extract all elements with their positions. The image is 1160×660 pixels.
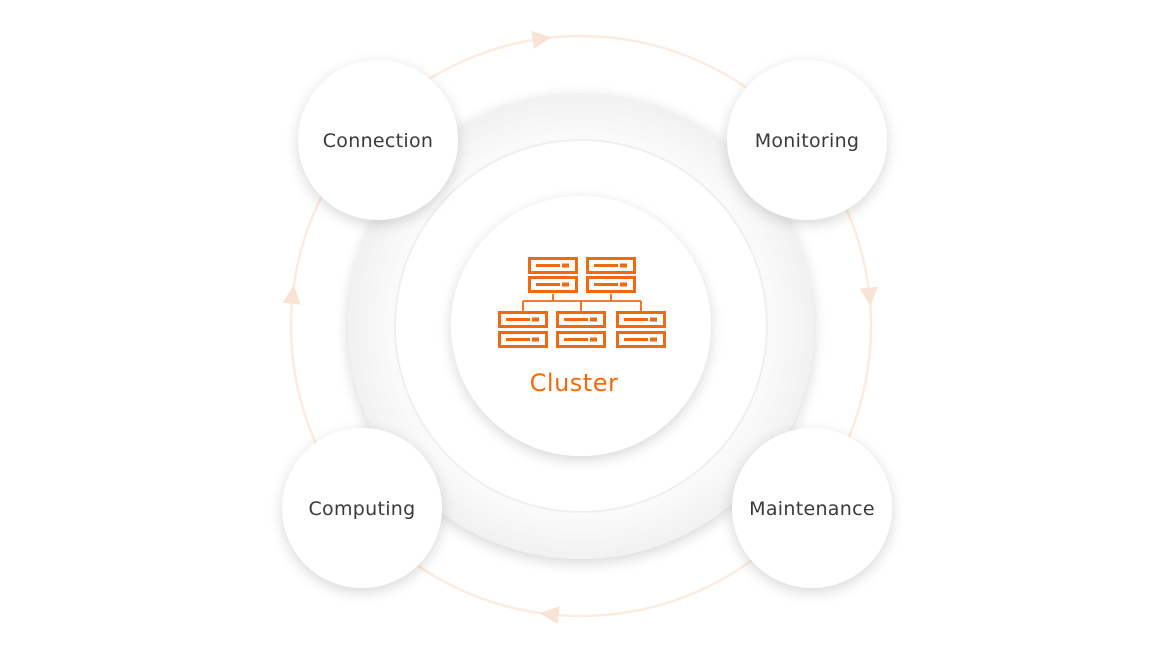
server-led (532, 317, 539, 322)
server-unit (498, 311, 548, 328)
center-label: Cluster (530, 369, 619, 397)
node-circle (727, 60, 887, 220)
server-led (562, 263, 569, 268)
server-unit (498, 331, 548, 348)
server-unit (616, 331, 666, 348)
node-label: Monitoring (755, 130, 860, 152)
server-unit (528, 257, 578, 274)
node-label: Computing (308, 498, 415, 520)
orbit-arrow-icon (531, 31, 552, 49)
server-cluster-icon (498, 257, 666, 348)
orbit-ring (289, 34, 873, 618)
server-led (620, 282, 627, 287)
server-slot (506, 338, 530, 341)
server-unit (556, 311, 606, 328)
orbit-arrow-icon (859, 286, 878, 307)
server-slot (506, 318, 530, 321)
arrowhead (539, 606, 560, 625)
center-node[interactable]: Cluster (451, 196, 711, 456)
orbit-arrow-icon (282, 284, 301, 305)
server-unit (556, 331, 606, 348)
arrowhead (531, 31, 552, 49)
server-led (590, 337, 597, 342)
server-slot (536, 283, 560, 286)
node-circle (282, 428, 442, 588)
node-circle (298, 60, 458, 220)
node-connection[interactable]: Connection (298, 60, 458, 220)
server-slot (536, 264, 560, 267)
server-slot (624, 318, 648, 321)
server-slot (594, 283, 618, 286)
arrowhead (859, 286, 878, 307)
arrowhead (282, 284, 301, 305)
server-slot (594, 264, 618, 267)
server-slot (564, 318, 588, 321)
server-unit (586, 276, 636, 293)
server-unit (586, 257, 636, 274)
node-monitoring[interactable]: Monitoring (727, 60, 887, 220)
server-led (562, 282, 569, 287)
server-led (590, 317, 597, 322)
node-circle (732, 428, 892, 588)
server-slot (624, 338, 648, 341)
server-led (650, 317, 657, 322)
node-label: Maintenance (749, 498, 875, 520)
orbit-arrow-icon (539, 606, 560, 625)
server-slot (564, 338, 588, 341)
server-led (650, 337, 657, 342)
node-maintenance[interactable]: Maintenance (732, 428, 892, 588)
node-label: Connection (323, 130, 434, 152)
server-led (620, 263, 627, 268)
node-computing[interactable]: Computing (282, 428, 442, 588)
orbit (282, 31, 878, 625)
server-unit (528, 276, 578, 293)
server-unit (616, 311, 666, 328)
server-led (532, 337, 539, 342)
